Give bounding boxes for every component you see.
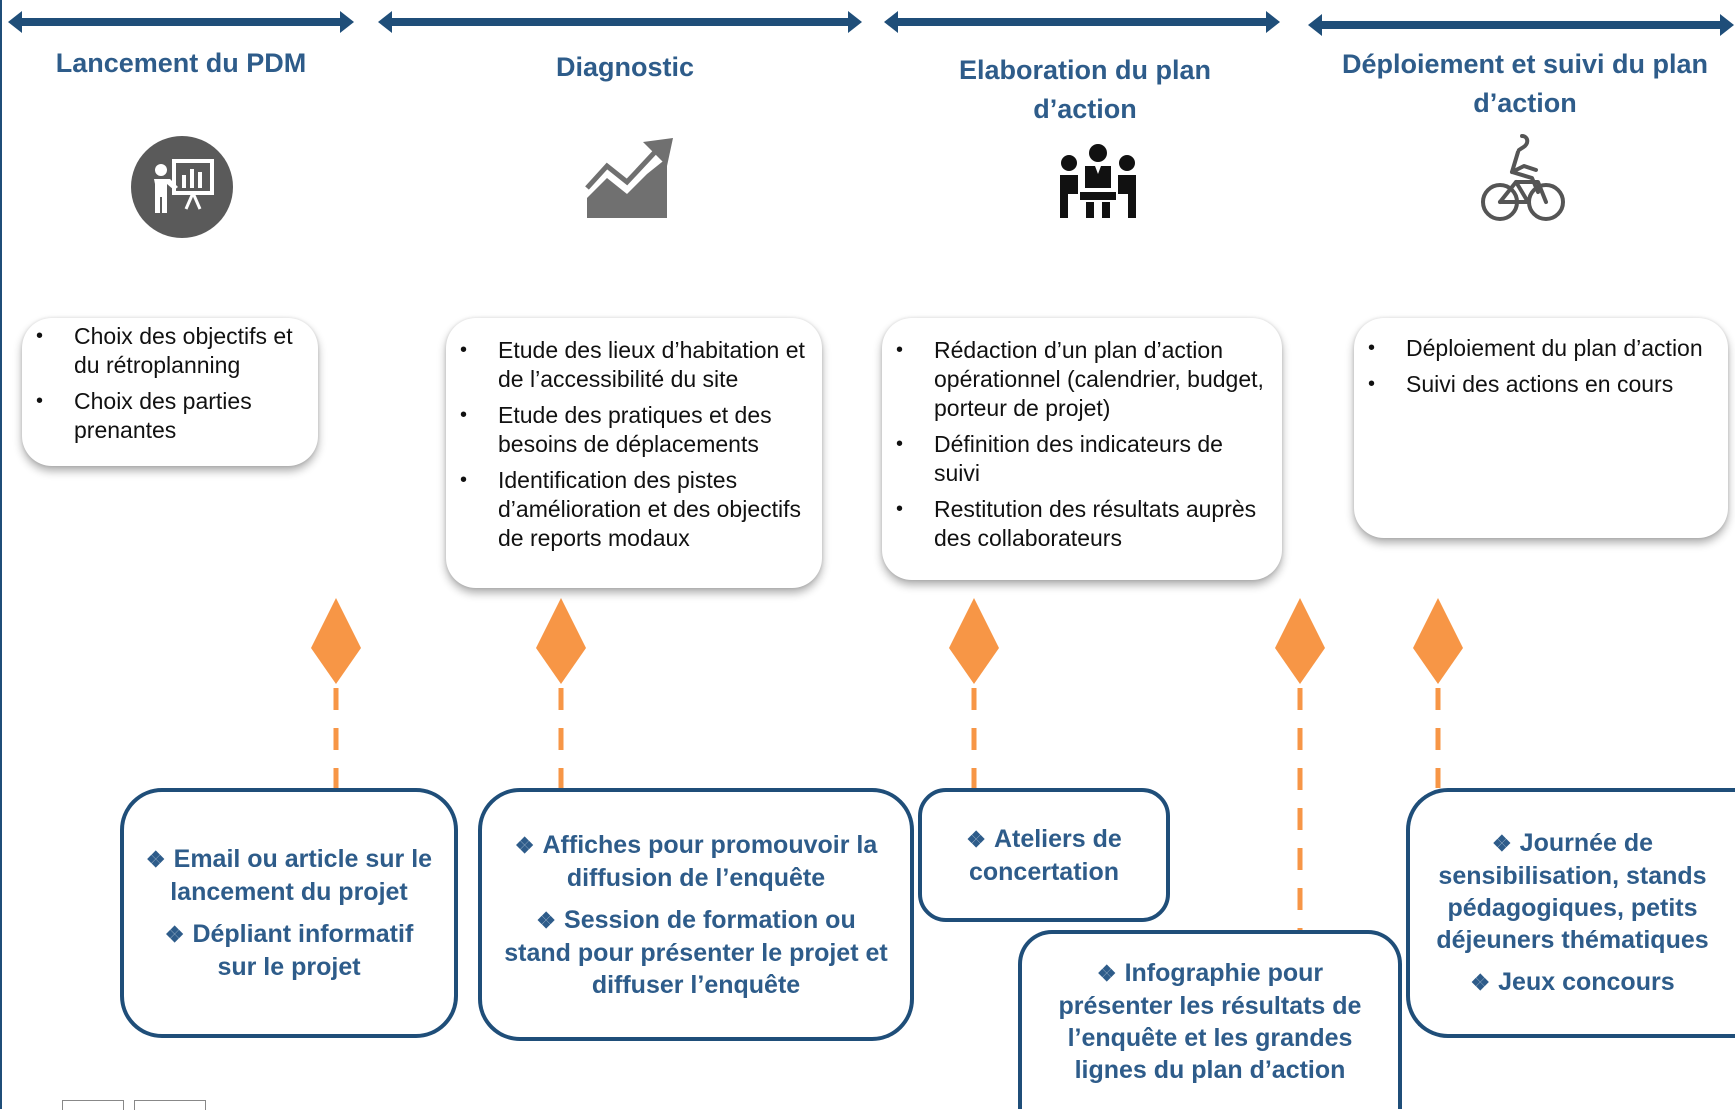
- milestone-diamond-4: [1275, 598, 1325, 684]
- milestone-diamond-3: [949, 598, 999, 684]
- left-border-rule: [0, 0, 2, 1109]
- diamond-bullet-icon: ❖: [536, 907, 557, 933]
- diamond-bullet-icon: ❖: [966, 826, 986, 852]
- task-item: Suivi des actions en cours: [1362, 370, 1718, 399]
- meeting-people-icon: [1058, 144, 1138, 220]
- communication-item: ❖Affiches pour promouvoir la diffusion d…: [514, 830, 878, 892]
- communication-item: ❖Journée de sensibilisation, stands péda…: [1436, 829, 1709, 954]
- communication-item: ❖Jeux concours: [1470, 968, 1675, 996]
- task-card-diagnostic: Etude des lieux d’habitation et de l’acc…: [446, 318, 822, 588]
- phase-title-launch: Lancement du PDM: [55, 48, 307, 78]
- task-card-launch: Choix des objectifs et du rétroplanning …: [22, 318, 318, 466]
- task-item: Etude des lieux d’habitation et de l’acc…: [454, 336, 812, 394]
- diamond-bullet-icon: ❖: [145, 847, 166, 872]
- communication-item: ❖Email ou article sur le lancement du pr…: [145, 845, 433, 906]
- milestone-diamond-1: [311, 598, 361, 684]
- milestone-diamond-2: [536, 598, 586, 684]
- communication-item: ❖Infographie pour présenter les résultat…: [1058, 959, 1362, 1084]
- communication-item: ❖Dépliant informatif sur le projet: [164, 920, 414, 981]
- bicycle-icon: [1476, 132, 1568, 224]
- phase-title-elaboration: Elaboration du plan d’action: [958, 55, 1211, 124]
- task-item: Identification des pistes d’amélioration…: [454, 466, 812, 553]
- communication-item: ❖Session de formation ou stand pour prés…: [504, 905, 888, 999]
- diamond-bullet-icon: ❖: [514, 832, 535, 858]
- task-card-deployment: Déploiement du plan d’action Suivi des a…: [1354, 318, 1728, 538]
- task-item: Choix des parties prenantes: [30, 387, 308, 445]
- task-item: Choix des objectifs et du rétroplanning: [30, 322, 308, 380]
- communication-box-infographic: ❖Infographie pour présenter les résultat…: [1018, 930, 1402, 1109]
- diamond-bullet-icon: ❖: [1491, 831, 1512, 856]
- task-item: Définition des indicateurs de suivi: [890, 430, 1272, 488]
- task-item: Restitution des résultats auprès des col…: [890, 495, 1272, 553]
- task-card-elaboration: Rédaction d’un plan d’action opérationne…: [882, 318, 1282, 580]
- communication-box-launch: ❖Email ou article sur le lancement du pr…: [120, 788, 458, 1038]
- task-item: Etude des pratiques et des besoins de dé…: [454, 401, 812, 459]
- footer-logo-fragment: [134, 1100, 206, 1110]
- communication-box-diagnostic: ❖Affiches pour promouvoir la diffusion d…: [478, 788, 914, 1041]
- phase-arrow-4: [1308, 14, 1734, 36]
- phase-arrow-2: [378, 11, 862, 33]
- communication-box-deployment: ❖Journée de sensibilisation, stands péda…: [1406, 788, 1735, 1038]
- phase-title-diagnostic: Diagnostic: [555, 52, 695, 82]
- task-item: Rédaction d’un plan d’action opérationne…: [890, 336, 1272, 423]
- diamond-bullet-icon: ❖: [1096, 961, 1117, 986]
- milestone-diamond-5: [1413, 598, 1463, 684]
- phase-arrow-1: [8, 11, 354, 33]
- phase-title-deployment: Déploiement et suivi du plan d’action: [1341, 49, 1709, 118]
- communication-box-elaboration: ❖Ateliers de concertation: [918, 788, 1170, 922]
- task-item: Déploiement du plan d’action: [1362, 334, 1718, 363]
- footer-logo-fragment: [62, 1100, 124, 1110]
- diamond-bullet-icon: ❖: [1470, 970, 1491, 995]
- communication-item: ❖Ateliers de concertation: [966, 824, 1122, 886]
- presentation-board-icon: [130, 135, 234, 239]
- diamond-bullet-icon: ❖: [164, 922, 185, 947]
- phase-arrow-3: [884, 11, 1280, 33]
- growth-chart-icon: [583, 136, 677, 220]
